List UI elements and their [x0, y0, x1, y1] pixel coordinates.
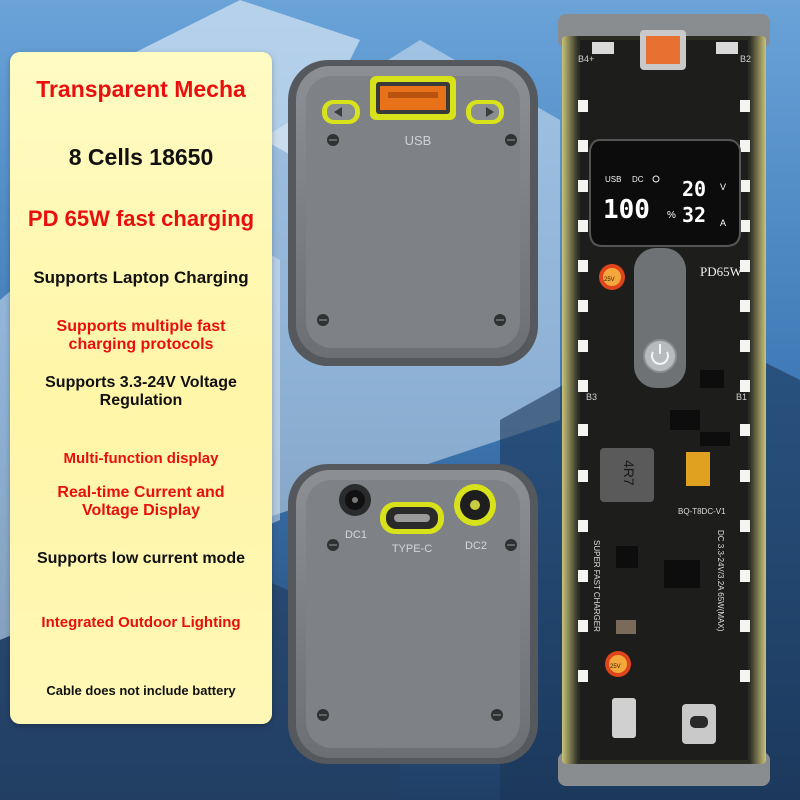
side-led-strip [578, 100, 750, 682]
feature-realtime-line-a: Real-time Current and [57, 484, 225, 501]
feature-laptop-charging: Supports Laptop Charging [33, 268, 249, 287]
feature-cells: 8 Cells 18650 [68, 144, 214, 170]
usb-port-label: USB [405, 133, 432, 148]
top-end-module: USB [288, 60, 538, 366]
battery-percent-value: 100 [603, 195, 650, 225]
model-label: BQ-T8DC-V1 [678, 507, 726, 516]
pd-65w-label: PD65W [700, 264, 743, 279]
sun-icon [652, 175, 660, 183]
feature-realtime-display: Real-time Current and Voltage Display [10, 484, 272, 521]
inductor: 4R7 [600, 448, 654, 502]
dc1-port [339, 484, 371, 516]
feature-voltage-regulation: Supports 3.3-24V Voltage Regulation [10, 374, 272, 411]
capacitor: 25V [599, 264, 625, 290]
dc2-port [454, 484, 496, 526]
feature-battery-note: Cable does not include battery [46, 683, 236, 698]
dc-indicator: DC [632, 175, 644, 184]
feature-outdoor-lighting: Integrated Outdoor Lighting [41, 614, 241, 631]
capacitor-1-label: 25V [604, 277, 615, 283]
volt-unit: V [720, 182, 726, 192]
inductor-label: 4R7 [621, 460, 637, 486]
capacitor: 25V [605, 651, 631, 677]
b2-label: B2 [740, 54, 751, 64]
bottom-end-module: DC1 TYPE-C DC2 [288, 464, 538, 764]
feature-fast-charging-protocols: Supports multiple fast charging protocol… [10, 318, 272, 355]
b4-label: B4+ [578, 54, 594, 64]
b1-label: B1 [736, 392, 747, 402]
right-arrow-icon[interactable] [466, 100, 504, 124]
left-arrow-icon[interactable] [322, 100, 360, 124]
transparent-power-bank-board: B4+ B2 USB DC 100 [558, 14, 770, 786]
feature-fast-charging-line-a: Supports multiple fast [56, 318, 226, 335]
feature-panel: Transparent Mecha 8 Cells 18650 PD 65W f… [10, 52, 272, 724]
type-c-label: TYPE-C [392, 543, 432, 555]
screw-icon [317, 134, 517, 326]
screw-icon [317, 539, 517, 721]
feature-voltage-line-a: Supports 3.3-24V Voltage [45, 374, 237, 391]
capacitor-2-label: 25V [610, 664, 621, 670]
feature-multi-function-display: Multi-function display [63, 450, 219, 467]
type-c-port [380, 502, 444, 534]
feature-voltage-line-b: Regulation [99, 392, 183, 410]
usb-a-port [370, 76, 456, 120]
feature-realtime-line-b: Voltage Display [82, 502, 200, 520]
feature-pd-65w: PD 65W fast charging [27, 206, 255, 231]
spec-label: DC 3.3-24V/3.2A 65W(MAX) [716, 530, 725, 632]
brand-label: SUPER FAST CHARGER [592, 540, 601, 632]
current-value: 32 [682, 203, 706, 227]
feature-transparent-mecha: Transparent Mecha [36, 76, 246, 102]
power-icon[interactable] [643, 339, 677, 373]
voltage-value: 20 [682, 177, 706, 201]
percent-sign: % [667, 210, 676, 221]
usb-indicator: USB [605, 175, 621, 184]
dc2-label: DC2 [465, 540, 487, 552]
amp-unit: A [720, 218, 726, 228]
feature-low-current-mode: Supports low current mode [36, 550, 245, 567]
b3-label: B3 [586, 392, 597, 402]
dc1-label: DC1 [345, 529, 367, 541]
digital-display: USB DC 100 % 20 V 32 A [589, 139, 741, 247]
feature-fast-charging-line-b: charging protocols [68, 336, 214, 354]
